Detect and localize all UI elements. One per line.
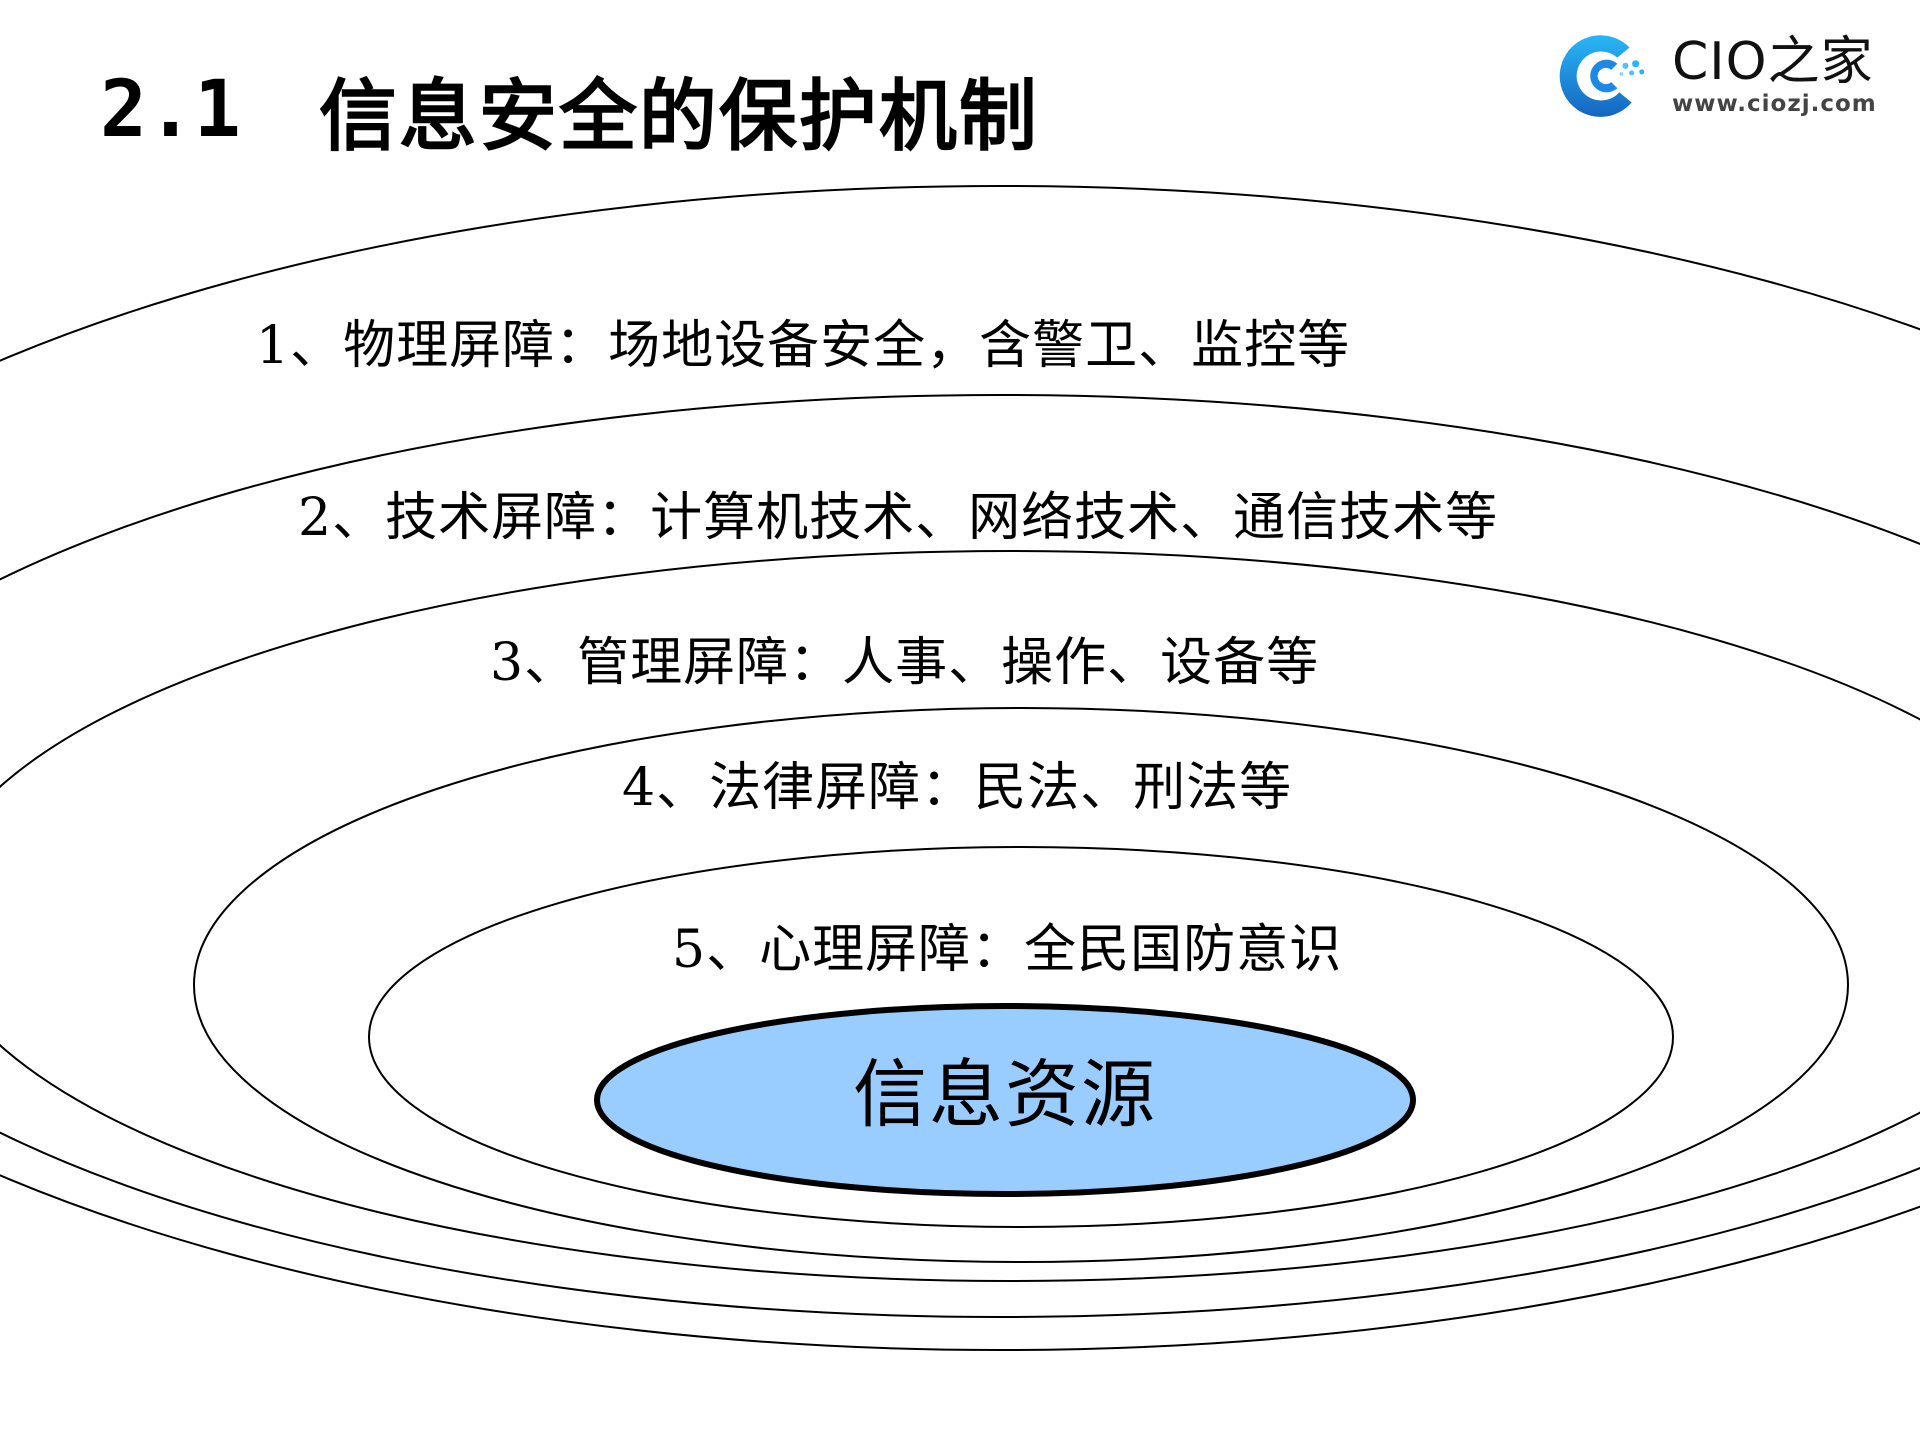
ring-3-label: 3、管理屏障：人事、操作、设备等 [490,633,1320,693]
ring-4-ellipse [193,707,1849,1263]
slide-title: 2.1 信息安全的保护机制 [100,55,1039,165]
title-text: 信息安全的保护机制 [318,72,1039,162]
cio-logo: CIO之家 www.ciozj.com [1550,24,1910,128]
core-label: 信息资源 [853,1052,1157,1138]
cio-logo-icon [1559,35,1645,117]
logo-name: CIO之家 [1672,32,1874,92]
title-number: 2.1 [100,65,241,155]
core-ellipse [594,1003,1416,1197]
ring-4-label: 4、法律屏障：民法、刑法等 [622,758,1293,818]
ring-5-label: 5、心理屏障：全民国防意识 [672,920,1343,980]
ring-1-ellipse [0,185,1920,1351]
ring-3-ellipse [0,550,1920,1282]
ring-2-ellipse [0,394,1920,1318]
ring-2-label: 2、技术屏障：计算机技术、网络技术、通信技术等 [298,488,1499,548]
logo-url: www.ciozj.com [1672,91,1877,117]
ring-1-label: 1、物理屏障：场地设备安全，含警卫、监控等 [256,316,1351,376]
ring-5-ellipse [368,846,1674,1228]
